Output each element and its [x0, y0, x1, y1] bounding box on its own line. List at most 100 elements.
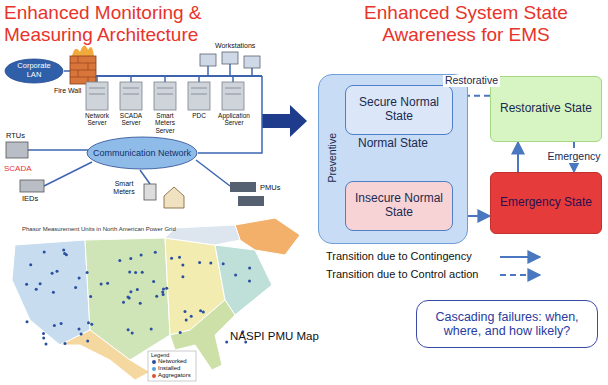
- shape-rect: [188, 82, 210, 110]
- pmu-dot: [155, 295, 158, 298]
- note-box: Cascading failures: when, where, and how…: [416, 300, 598, 348]
- label: PMUs: [260, 184, 280, 193]
- shape-line: [251, 68, 253, 76]
- pmu-dot: [234, 274, 237, 277]
- label: SCADA Server: [114, 112, 148, 127]
- legend-text: Networked: [158, 358, 187, 365]
- shape-line: [96, 76, 98, 82]
- shape-path: [72, 45, 94, 56]
- shape-rect: [70, 56, 96, 84]
- node-text: Cascading failures: when, where, and how…: [422, 310, 592, 339]
- pmu-dot: [64, 342, 67, 345]
- label: Phasor Measurement Units in North Americ…: [22, 226, 212, 233]
- pmu-dot: [127, 328, 130, 331]
- pmu-dot: [25, 283, 28, 286]
- pmu-dot: [178, 256, 181, 259]
- shape-line: [196, 160, 230, 186]
- shape-line: [500, 256, 540, 258]
- shape-g: [25, 249, 251, 346]
- legend-samples: [500, 257, 540, 275]
- pmu-dot: [51, 272, 54, 275]
- state-box: Secure Normal State: [345, 85, 453, 135]
- map: [12, 218, 300, 381]
- cloud-node: Corporate LAN: [4, 58, 64, 84]
- pmu-dot: [131, 331, 134, 334]
- pmu-dot: [118, 259, 121, 262]
- cloud-outline: [87, 137, 197, 169]
- label: RTUs: [6, 132, 25, 141]
- pmu-dot: [150, 327, 153, 330]
- shape-polygon: [235, 218, 300, 255]
- node-text: Corporate LAN: [9, 62, 59, 79]
- pmu-dot: [129, 290, 132, 293]
- pmu-dot: [60, 322, 63, 325]
- pmu-dot: [63, 252, 66, 255]
- pmu-dot: [170, 257, 173, 260]
- pmu-dot: [248, 267, 251, 270]
- state-box: Insecure Normal State: [345, 181, 453, 231]
- pmu-dot: [56, 270, 59, 273]
- pmu-dot: [161, 290, 164, 293]
- pmu-dot: [45, 343, 48, 346]
- shape-line: [64, 70, 70, 72]
- pmu-dot: [127, 296, 130, 299]
- cloud-outline: [5, 59, 63, 83]
- shape-rect: [120, 82, 142, 110]
- shape-line: [207, 66, 209, 76]
- pmu-dot: [152, 280, 155, 283]
- pmu-dot: [134, 271, 137, 274]
- shape-rect: [222, 82, 244, 110]
- pmu-dot: [39, 282, 42, 285]
- shape-rect: [244, 56, 260, 68]
- servers: [86, 82, 244, 110]
- pmu-dot: [35, 288, 38, 291]
- pmu-dot: [106, 282, 109, 285]
- shape-line: [28, 149, 88, 151]
- shape-rect: [6, 142, 28, 158]
- shape-rect: [154, 82, 176, 110]
- pmu-dot: [141, 271, 144, 274]
- label: Network Server: [80, 112, 114, 127]
- pmu-dot: [42, 332, 45, 335]
- pmu-dot: [222, 262, 225, 265]
- pmu-dot: [139, 302, 142, 305]
- node-text: Communication Network: [93, 148, 191, 158]
- legend-swatch: [152, 360, 156, 364]
- shape-rect: [20, 180, 44, 192]
- label: SCADA: [4, 164, 32, 173]
- label: Legend: [151, 352, 169, 358]
- label: Fire Wall: [54, 87, 81, 95]
- label: Smart Meters: [108, 180, 140, 196]
- edge-label: Emergency: [545, 151, 602, 163]
- pmu-dot: [209, 262, 212, 265]
- pmu-dot: [129, 257, 132, 260]
- shape-rect: [200, 54, 216, 66]
- legend-text: Transition due to Contingency: [326, 250, 472, 263]
- node-text: Restorative State: [500, 102, 592, 116]
- pmu-dot: [43, 251, 46, 254]
- legend-text: Transition due to Control action: [326, 268, 478, 281]
- state-group: Normal StateSecure Normal StateInsecure …: [318, 74, 468, 244]
- legend-text: Installed: [158, 365, 180, 372]
- pmu-dot: [78, 277, 81, 280]
- pmu-dot: [165, 287, 168, 290]
- shape-rect: [148, 351, 196, 381]
- pmu-dot: [162, 288, 165, 291]
- pmu-dot: [29, 263, 32, 266]
- legend-text: Aggregators: [158, 372, 191, 379]
- pmu-dot: [78, 327, 81, 330]
- pmu-dot: [80, 333, 83, 336]
- shape-line: [130, 76, 132, 82]
- label: Enhanced System State Awareness for EMS: [326, 2, 606, 46]
- shape-line: [44, 162, 92, 186]
- state-box: Restorative State: [490, 76, 602, 142]
- pmu-dot: [179, 331, 182, 334]
- pmu-dot: [52, 291, 55, 294]
- pmu-dot: [198, 261, 201, 264]
- shape-line: [229, 64, 231, 76]
- label: IEDs: [22, 195, 38, 204]
- shape-line: [232, 76, 234, 82]
- pmu-dot: [53, 324, 56, 327]
- pmu-dot: [181, 264, 184, 267]
